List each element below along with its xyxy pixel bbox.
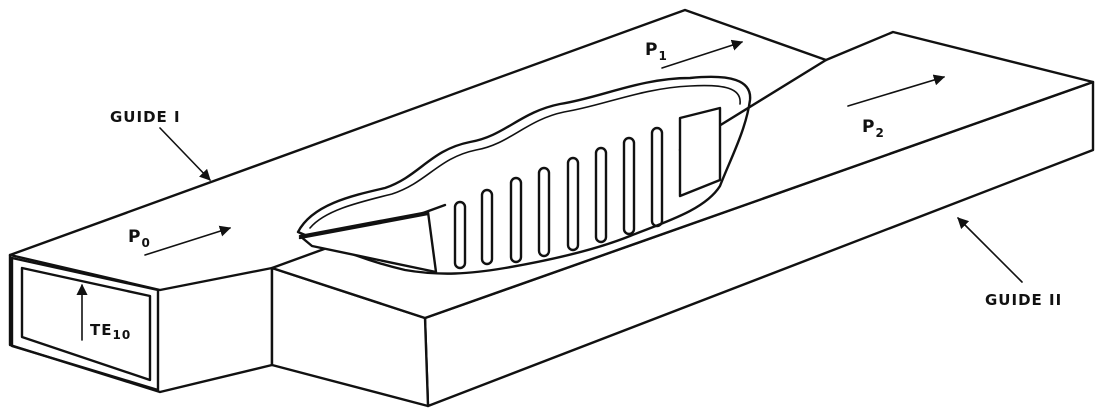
coupling-post — [566, 156, 580, 252]
coupling-post — [537, 166, 551, 258]
coupling-wall-left-edge — [298, 212, 430, 240]
coupler-top-face — [8, 8, 1095, 320]
coupling-posts — [453, 126, 664, 270]
guide-2-pointer — [957, 217, 1023, 283]
p2-arrow — [847, 74, 946, 107]
coupling-post — [622, 136, 636, 236]
coupling-post — [594, 146, 608, 244]
te10-label: TE10 — [90, 321, 131, 342]
cutaway-opening-inner — [309, 84, 741, 229]
coupling-post — [453, 200, 467, 270]
p0-label: P0 — [128, 227, 151, 250]
coupling-post — [480, 188, 494, 266]
guide-1-pointer — [159, 127, 211, 181]
guide-1-label: GUIDE I — [110, 108, 181, 126]
p1-label: P1 — [645, 40, 668, 63]
p1-arrow — [661, 39, 744, 69]
cutaway-opening-outer — [296, 75, 752, 275]
coupling-wall-left — [298, 210, 438, 274]
coupling-post — [650, 126, 664, 228]
coupling-post — [509, 176, 523, 264]
p0-arrow — [144, 225, 232, 256]
guide-1-port-inner — [20, 266, 152, 382]
coupling-wall-right — [678, 106, 722, 198]
p2-label: P2 — [862, 117, 885, 140]
guide-2-label: GUIDE II — [985, 291, 1062, 309]
